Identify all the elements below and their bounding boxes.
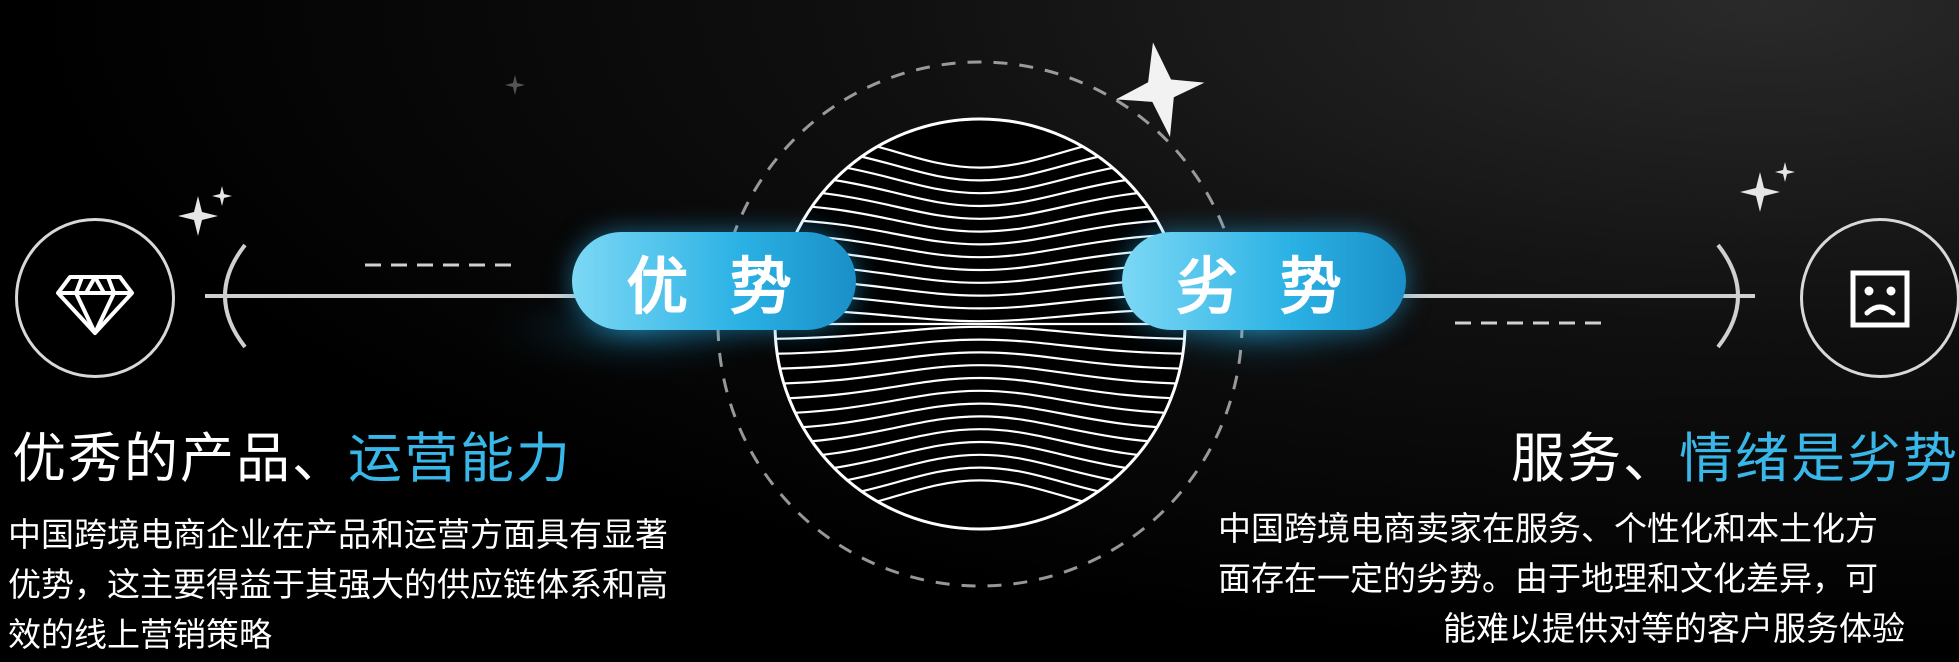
globe-contour-line [775, 415, 1185, 446]
globe-contour-line [775, 202, 1185, 233]
right-arrow-head [1716, 243, 1740, 349]
advantage-line: 优势，这主要得益于其强大的供应链体系和高 [8, 565, 668, 604]
sad-face-icon-badge [1800, 218, 1959, 378]
globe-contour-line [775, 217, 1185, 246]
advantage-heading: 优秀的产品、运营能力 [12, 414, 572, 493]
globe-contour-line [775, 440, 1185, 476]
globe-lines [775, 127, 1185, 521]
globe-contour-line [775, 428, 1185, 461]
left-arrow-head [223, 243, 247, 349]
globe-contour-line [775, 325, 1185, 341]
globe-contour-line [775, 364, 1185, 386]
globe-contour-line [775, 389, 1185, 416]
disadvantage-line: 中国跨境电商卖家在服务、个性化和本土化方 [1218, 509, 1878, 548]
disadvantage-line: 面存在一定的劣势。由于地理和文化差异，可 [1218, 559, 1878, 598]
disadvantage-heading-plain: 服务、 [1511, 427, 1679, 490]
diamond-icon-badge [15, 218, 175, 378]
star-icon [1115, 42, 1205, 137]
disadvantage-description: 中国跨境电商卖家在服务、个性化和本土化方 面存在一定的劣势。由于地理和文化差异，… [1218, 504, 1959, 654]
globe-contour-line [775, 376, 1185, 401]
advantage-heading-accent: 运营能力 [348, 427, 572, 490]
advantage-line: 中国跨境电商企业在产品和运营方面具有显著 [8, 515, 668, 554]
disadvantage-heading-accent: 情绪是劣势 [1679, 427, 1959, 490]
advantage-line: 效的线上营销策略 [8, 615, 272, 654]
diamond-icon [56, 275, 134, 335]
globe-contour-line [775, 402, 1185, 431]
globe-contour-line [775, 187, 1185, 220]
globe-contour-line [775, 172, 1185, 208]
advantage-description: 中国跨境电商企业在产品和运营方面具有显著 优势，这主要得益于其强大的供应链体系和… [8, 510, 768, 660]
globe-contour-line [775, 232, 1185, 259]
sparkle-icon [505, 75, 525, 95]
globe-contour-line [775, 338, 1185, 356]
globe-contour-line [775, 351, 1185, 371]
disadvantage-heading: 服务、情绪是劣势 [1511, 414, 1959, 493]
sparkle-icon [1775, 162, 1795, 182]
disadvantage-line: 能难以提供对等的客户服务体验 [1443, 609, 1905, 648]
advantage-heading-plain: 优秀的产品、 [12, 427, 348, 490]
sad-face-icon [1850, 270, 1910, 328]
sparkle-icon [212, 186, 232, 206]
sparkle-icon [1740, 172, 1780, 212]
advantage-badge: 优 势 [572, 232, 856, 330]
sparkle-icon [178, 196, 218, 236]
disadvantage-badge: 劣 势 [1122, 232, 1406, 330]
